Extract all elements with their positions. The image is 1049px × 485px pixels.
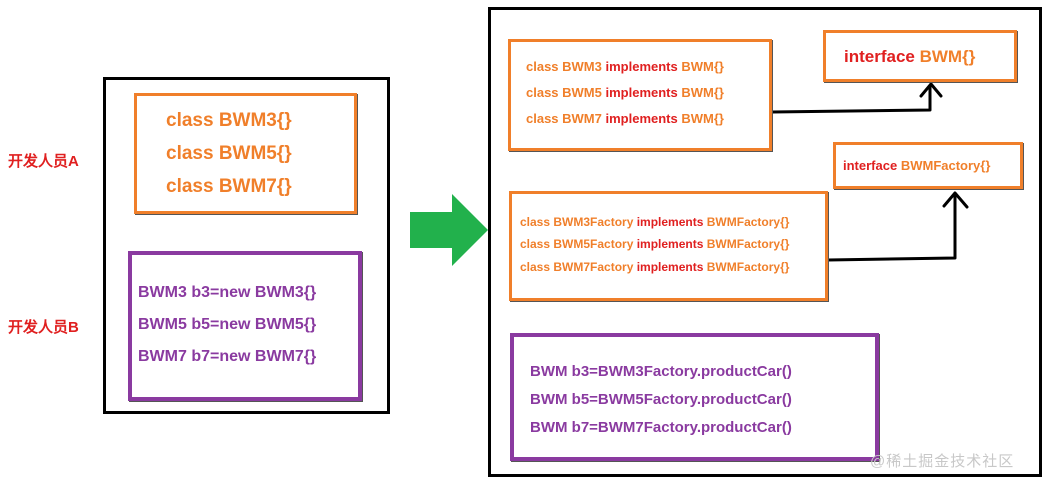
factory-class-line: class BWM3Factory implements BWMFactory{…	[520, 215, 789, 229]
interface-bwm-box: interface BWM{}	[823, 30, 1017, 82]
factory-class-line: class BWM5Factory implements BWMFactory{…	[520, 237, 789, 251]
implements-keyword: implements	[605, 59, 678, 74]
usage-line: BWM b7=BWM7Factory.productCar()	[530, 419, 792, 436]
impl-classes-box: class BWM3 implements BWM{} class BWM5 i…	[508, 39, 772, 151]
factory-classes-box: class BWM3Factory implements BWMFactory{…	[509, 191, 828, 301]
interface-keyword: interface	[844, 47, 915, 66]
interface-factory-line: interface BWMFactory{}	[843, 158, 990, 173]
instance-line: BWM7 b7=new BWM7{}	[138, 348, 317, 365]
usage-line: BWM b3=BWM3Factory.productCar()	[530, 363, 792, 380]
interface-name: BWM{}	[919, 47, 976, 66]
developer-a-label: 开发人员A	[8, 153, 79, 170]
impl-class-line: class BWM3 implements BWM{}	[526, 59, 724, 74]
interface-name: BWMFactory{}	[706, 237, 790, 251]
interface-keyword: interface	[843, 158, 898, 173]
class-name: class BWM7	[526, 111, 602, 126]
implements-keyword: implements	[636, 215, 704, 229]
class-name: class BWM3	[526, 59, 602, 74]
instance-line: BWM5 b5=new BWM5{}	[138, 316, 317, 333]
class-name: class BWM3Factory	[520, 215, 634, 229]
interface-name: BWM{}	[681, 111, 724, 126]
classes-box: class BWM3{} class BWM5{} class BWM7{}	[134, 93, 357, 214]
instances-box: BWM3 b3=new BWM3{} BWM5 b5=new BWM5{} BW…	[128, 251, 362, 401]
impl-class-line: class BWM5 implements BWM{}	[526, 85, 724, 100]
impl-class-line: class BWM7 implements BWM{}	[526, 111, 724, 126]
interface-name: BWMFactory{}	[900, 158, 991, 173]
developer-b-label: 开发人员B	[8, 319, 79, 336]
usage-line: BWM b5=BWM5Factory.productCar()	[530, 391, 792, 408]
class-name: class BWM5	[526, 85, 602, 100]
instance-line: BWM3 b3=new BWM3{}	[138, 284, 317, 301]
transition-arrow-icon	[410, 194, 488, 266]
watermark: @稀土掘金技术社区	[870, 453, 1015, 470]
usages-box: BWM b3=BWM3Factory.productCar() BWM b5=B…	[510, 333, 879, 461]
class-line: class BWM5{}	[166, 143, 292, 164]
implements-keyword: implements	[605, 111, 678, 126]
after-panel	[488, 7, 1042, 477]
interface-name: BWM{}	[681, 59, 724, 74]
interface-name: BWMFactory{}	[706, 260, 790, 274]
class-line: class BWM3{}	[166, 110, 292, 131]
before-panel	[103, 77, 390, 414]
implements-keyword: implements	[636, 260, 704, 274]
interface-bwm-line: interface BWM{}	[844, 47, 975, 67]
implements-keyword: implements	[636, 237, 704, 251]
implements-keyword: implements	[605, 85, 678, 100]
interface-factory-box: interface BWMFactory{}	[833, 142, 1023, 189]
class-name: class BWM5Factory	[520, 237, 634, 251]
interface-name: BWM{}	[681, 85, 724, 100]
interface-name: BWMFactory{}	[706, 215, 790, 229]
factory-class-line: class BWM7Factory implements BWMFactory{…	[520, 260, 789, 274]
class-line: class BWM7{}	[166, 176, 292, 197]
class-name: class BWM7Factory	[520, 260, 634, 274]
